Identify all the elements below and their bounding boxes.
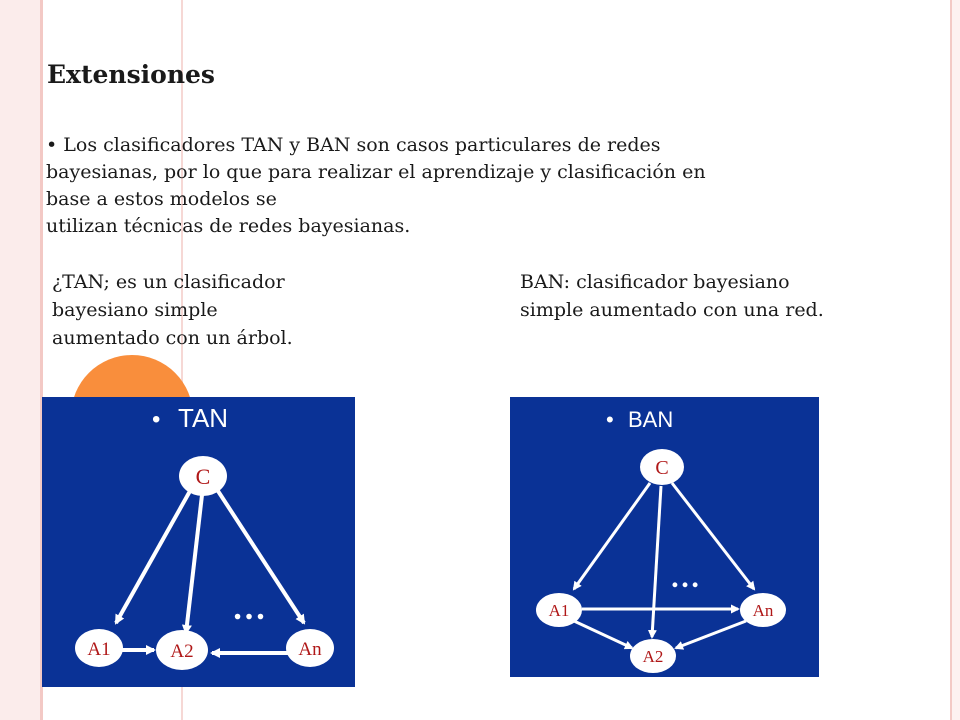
paragraph-line-3: base a estos modelos se <box>46 188 277 210</box>
svg-text:C: C <box>655 457 668 479</box>
tan-diagram-panel: • TAN C A1 A2 An … <box>42 397 355 687</box>
tan-edge-c-a2 <box>181 494 204 635</box>
ban-edge-c-an <box>670 482 756 591</box>
tan-ellipsis: … <box>232 590 266 627</box>
slide-title: Extensiones <box>47 60 215 89</box>
tan-caption: ¿TAN; es un clasificador bayesiano simpl… <box>52 268 352 352</box>
slide-paragraph: • Los clasificadores TAN y BAN son casos… <box>46 132 846 240</box>
ban-node-an: An <box>740 593 786 627</box>
tan-caption-line-1: ¿TAN; es un clasificador <box>52 271 285 293</box>
ban-caption-line-2: simple aumentado con una red. <box>520 299 824 321</box>
tan-node-a2: A2 <box>156 630 208 670</box>
right-decorative-line <box>950 0 952 720</box>
ban-caption-line-1: BAN: clasificador bayesiano <box>520 271 790 293</box>
ban-edge-c-a1 <box>572 482 652 591</box>
svg-text:C: C <box>196 464 211 489</box>
svg-text:A2: A2 <box>643 647 664 666</box>
ban-diagram-panel: • BAN C A1 A2 An … <box>510 397 819 677</box>
tan-caption-line-3: aumentado con un árbol. <box>52 327 293 349</box>
ban-title: BAN <box>628 407 673 432</box>
bullet-marker: • <box>46 134 58 156</box>
svg-text:A1: A1 <box>87 639 110 660</box>
tan-node-c: C <box>179 456 227 496</box>
ban-diagram: • BAN C A1 A2 An … <box>536 407 786 673</box>
ban-node-c: C <box>640 449 684 485</box>
tan-edge-c-a1 <box>114 490 192 625</box>
tan-node-a1: A1 <box>75 629 123 667</box>
tan-title-bullet: • <box>152 406 160 433</box>
ban-ellipsis: … <box>670 561 700 594</box>
paragraph-line-1: • Los clasificadores TAN y BAN son casos… <box>46 134 661 156</box>
left-decorative-band <box>0 0 40 720</box>
svg-text:An: An <box>298 639 322 660</box>
right-decorative-band <box>952 0 960 720</box>
ban-node-a1: A1 <box>536 593 582 627</box>
ban-edge-a1-a2 <box>573 619 634 650</box>
tan-caption-line-2: bayesiano simple <box>52 299 218 321</box>
inner-decorative-line <box>181 0 183 720</box>
paragraph-line-4: utilizan técnicas de redes bayesianas. <box>46 215 411 237</box>
svg-text:An: An <box>753 601 774 620</box>
ban-edge-an-a2 <box>674 619 747 650</box>
paragraph-line-2: bayesianas, por lo que para realizar el … <box>46 161 706 183</box>
ban-node-a2: A2 <box>630 639 676 673</box>
tan-title: TAN <box>178 403 228 433</box>
svg-text:A1: A1 <box>549 601 570 620</box>
ban-title-bullet: • <box>606 407 614 432</box>
svg-text:A2: A2 <box>170 641 193 662</box>
tan-edge-c-an <box>216 489 306 625</box>
tan-node-an: An <box>286 629 334 667</box>
ban-caption: BAN: clasificador bayesiano simple aumen… <box>520 268 900 324</box>
tan-diagram: • TAN C A1 A2 An … <box>75 403 334 670</box>
ban-edge-c-a2 <box>647 485 663 639</box>
left-decorative-line <box>40 0 43 720</box>
